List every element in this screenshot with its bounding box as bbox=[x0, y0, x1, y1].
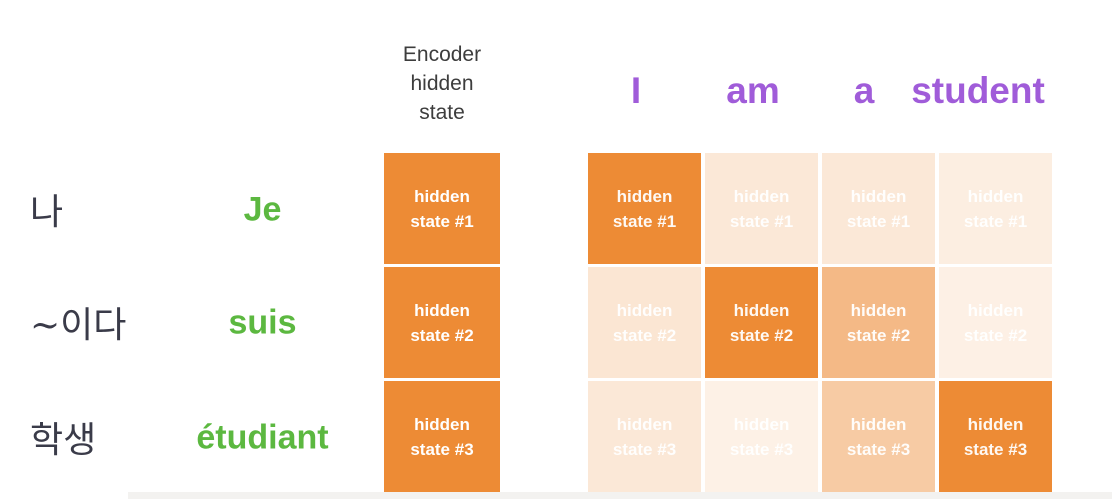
attention-cell: hidden state #3 bbox=[822, 381, 935, 492]
attention-cell: hidden state #1 bbox=[588, 153, 701, 264]
cell-line-2: state #3 bbox=[963, 439, 1028, 459]
encoder-box-line-1: hidden bbox=[414, 414, 470, 434]
attention-cell: hidden state #3 bbox=[705, 381, 818, 492]
encoder-label-line-1: Encoder bbox=[402, 43, 482, 66]
cell-line-2: state #2 bbox=[846, 325, 911, 345]
cell-line-2: state #3 bbox=[729, 439, 794, 459]
cell-line-1: hidden bbox=[616, 186, 673, 206]
cell-line-1: hidden bbox=[850, 300, 907, 320]
cell-line-1: hidden bbox=[967, 300, 1024, 320]
bottom-edge-bar bbox=[128, 492, 1112, 499]
cell-line-2: state #1 bbox=[612, 211, 677, 231]
cell-line-1: hidden bbox=[733, 186, 790, 206]
source-word-korean-2: ~이다 bbox=[30, 305, 127, 346]
cell-line-2: state #2 bbox=[612, 325, 677, 345]
encoder-hidden-state-box-3: hidden state #3 bbox=[384, 381, 500, 492]
attention-cell: hidden state #1 bbox=[822, 153, 935, 264]
cell-line-1: hidden bbox=[733, 300, 790, 320]
decoder-output-word-4: student bbox=[911, 70, 1045, 111]
source-word-french-2: suis bbox=[228, 303, 297, 342]
encoder-box-line-2: state #2 bbox=[410, 325, 474, 345]
cell-line-1: hidden bbox=[850, 414, 907, 434]
cell-line-2: state #3 bbox=[612, 439, 677, 459]
cell-line-2: state #1 bbox=[729, 211, 794, 231]
encoder-hidden-state-box-1: hidden state #1 bbox=[384, 153, 500, 264]
cell-line-2: state #2 bbox=[729, 325, 794, 345]
cell-line-1: hidden bbox=[616, 300, 673, 320]
encoder-box-line-1: hidden bbox=[414, 300, 470, 320]
attention-cell: hidden state #3 bbox=[588, 381, 701, 492]
encoder-label-line-3: state bbox=[419, 101, 465, 124]
cell-line-1: hidden bbox=[967, 186, 1024, 206]
attention-cell: hidden state #2 bbox=[705, 267, 818, 378]
encoder-label-line-2: hidden bbox=[410, 72, 474, 95]
encoder-box-line-2: state #1 bbox=[410, 211, 474, 231]
attention-cell: hidden state #1 bbox=[705, 153, 818, 264]
cell-line-2: state #2 bbox=[963, 325, 1028, 345]
encoder-hidden-state-label: Encoder hidden state bbox=[381, 40, 503, 127]
encoder-hidden-state-box-2: hidden state #2 bbox=[384, 267, 500, 378]
decoder-output-word-3: a bbox=[853, 70, 875, 111]
encoder-box-line-2: state #3 bbox=[410, 439, 474, 459]
decoder-output-word-1: I bbox=[630, 70, 642, 111]
cell-line-2: state #1 bbox=[846, 211, 911, 231]
cell-line-1: hidden bbox=[850, 186, 907, 206]
attention-cell: hidden state #3 bbox=[939, 381, 1052, 492]
attention-cell: hidden state #2 bbox=[588, 267, 701, 378]
source-word-french-3: étudiant bbox=[196, 418, 329, 457]
cell-line-1: hidden bbox=[733, 414, 790, 434]
decoder-output-word-2: am bbox=[726, 70, 780, 111]
source-word-korean-1: 나 bbox=[30, 192, 64, 233]
attention-cell: hidden state #2 bbox=[939, 267, 1052, 378]
attention-cell: hidden state #2 bbox=[822, 267, 935, 378]
source-word-french-1: Je bbox=[243, 190, 282, 229]
source-word-korean-3: 학생 bbox=[30, 420, 97, 461]
cell-line-1: hidden bbox=[616, 414, 673, 434]
cell-line-1: hidden bbox=[967, 414, 1024, 434]
encoder-box-line-1: hidden bbox=[414, 186, 470, 206]
cell-line-2: state #3 bbox=[846, 439, 911, 459]
attention-cell: hidden state #1 bbox=[939, 153, 1052, 264]
cell-line-2: state #1 bbox=[963, 211, 1028, 231]
